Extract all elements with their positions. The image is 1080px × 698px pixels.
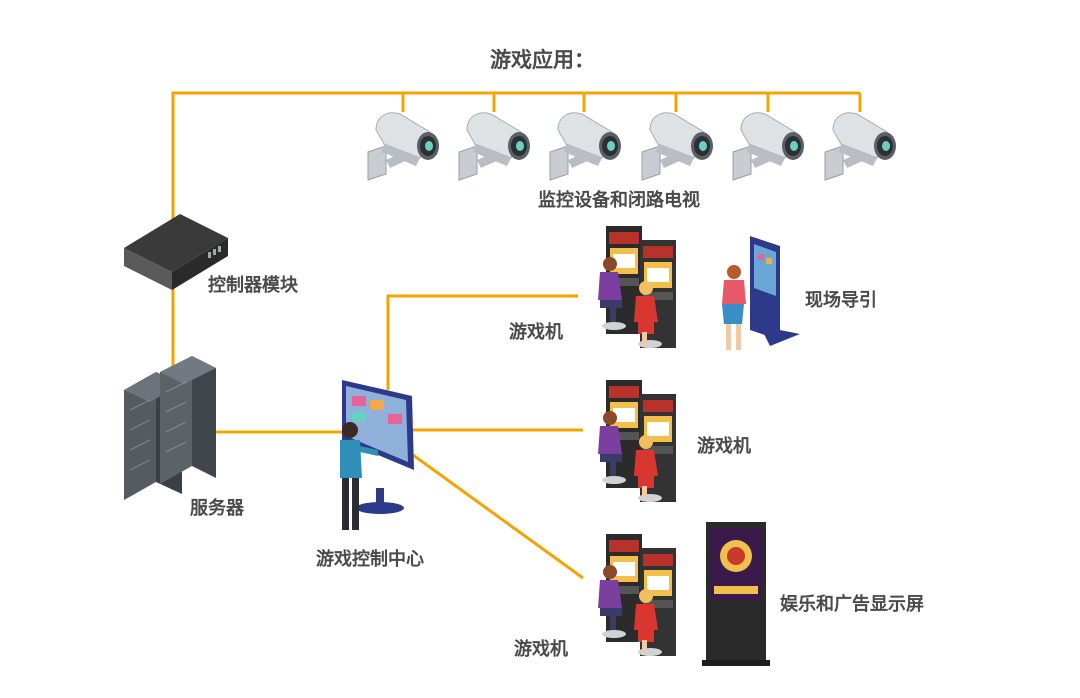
game-machine-label-1: 游戏机 (509, 322, 563, 343)
cameras-label: 监控设备和闭路电视 (538, 190, 700, 211)
security-camera-icon (824, 112, 897, 181)
connection-lines (171, 91, 862, 580)
touchscreen-console-icon (340, 380, 414, 530)
security-camera-icon (732, 112, 805, 181)
security-camera-icon (641, 112, 714, 181)
kiosk-label: 现场导引 (805, 290, 877, 311)
game-machine-label-3: 游戏机 (514, 639, 568, 660)
signage-display-icon (702, 522, 770, 666)
server-label: 服务器 (190, 498, 244, 519)
security-camera-icon (549, 112, 622, 181)
security-camera-icon (367, 112, 440, 181)
display-label: 娱乐和广告显示屏 (780, 594, 924, 615)
slot-machine-icon (598, 226, 676, 348)
controller-box-icon (124, 214, 228, 290)
game-machine-label-2: 游戏机 (697, 436, 751, 457)
slot-machine-icon (598, 380, 676, 502)
kiosk-icon (722, 236, 800, 350)
slot-machine-icon (598, 534, 676, 656)
diagram-title: 游戏应用： (490, 48, 595, 72)
server-rack-icon (124, 356, 216, 500)
control-center-label: 游戏控制中心 (316, 549, 424, 570)
security-camera-icon (458, 112, 531, 181)
controller-label: 控制器模块 (208, 275, 298, 296)
